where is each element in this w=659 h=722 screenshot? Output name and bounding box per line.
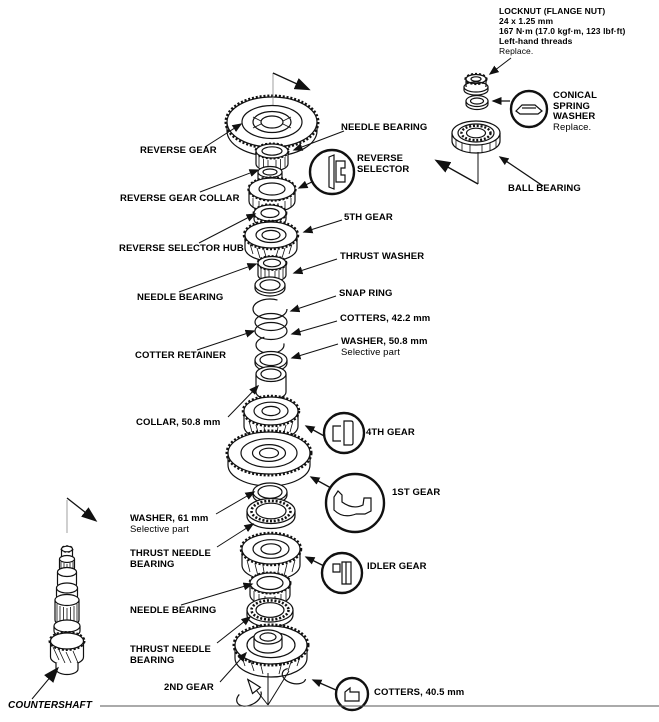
locknut-torque: 167 N·m (17.0 kgf·m, 123 lbf·ft) <box>499 26 626 36</box>
leader-washer-50-8 <box>290 343 339 360</box>
label-reverse-gear-collar: REVERSE GEAR COLLAR <box>120 193 240 204</box>
leader-reverse-selector-hub <box>198 213 257 244</box>
locknut-size: 24 x 1.25 mm <box>499 16 554 26</box>
washer-50-8-note: Selective part <box>341 346 400 358</box>
label-fifth-gear: 5TH GEAR <box>344 212 393 223</box>
locknut-part <box>463 72 489 96</box>
leader-cotters-42 <box>290 320 338 336</box>
label-snap-ring: SNAP RING <box>339 288 393 299</box>
collar-50-8-part <box>255 365 287 401</box>
assembly-arrow-ball-bearing <box>434 159 479 185</box>
conical-spring-washer-name: CONICAL SPRING WASHER <box>553 90 597 122</box>
leader-ball-bearing <box>498 156 544 187</box>
leader-collar-50-8 <box>227 384 260 418</box>
leader-countershaft <box>31 666 59 700</box>
washer-50-8-name: WASHER, 50.8 mm <box>341 336 428 347</box>
label-thrust-washer: THRUST WASHER <box>340 251 425 262</box>
label-first-gear: 1ST GEAR <box>392 487 441 498</box>
leader-thrust-needle-bearing-1 <box>216 523 255 548</box>
label-cotters-42: COTTERS, 42.2 mm <box>340 313 431 324</box>
label-thrust-needle-bearing-1: THRUST NEEDLE BEARING <box>130 548 211 570</box>
label-idler-gear: IDLER GEAR <box>367 561 427 572</box>
label-conical-spring-washer: CONICAL SPRING WASHER Replace. <box>553 90 611 133</box>
label-ball-bearing: BALL BEARING <box>508 183 581 194</box>
second-gear-part <box>232 623 310 678</box>
leader-snap-ring <box>289 295 337 313</box>
leader-cotters-40-5 <box>311 679 337 691</box>
label-cotter-retainer: COTTER RETAINER <box>135 350 227 361</box>
leader-cotter-retainer <box>196 329 256 351</box>
label-reverse-selector: REVERSE SELECTOR <box>357 153 410 175</box>
locknut-note-block: LOCKNUT (FLANGE NUT) 24 x 1.25 mm 167 N·… <box>499 6 625 56</box>
leader-idler-gear <box>304 556 325 567</box>
label-collar-50-8: COLLAR, 50.8 mm <box>136 417 221 428</box>
label-washer-61: WASHER, 61 mm Selective part <box>130 513 209 535</box>
thrust-needle-bearing-part-1 <box>246 497 296 530</box>
label-fourth-gear: 4TH GEAR <box>366 427 415 438</box>
label-needle-bearing-1: NEEDLE BEARING <box>341 122 428 133</box>
locknut-threads: Left-hand threads <box>499 36 573 46</box>
fourth-gear-cross-section-icon <box>322 411 366 455</box>
label-reverse-selector-hub: REVERSE SELECTOR HUB <box>119 243 244 254</box>
leader-fifth-gear <box>302 219 343 234</box>
cotters-cross-section-icon <box>334 676 370 712</box>
leader-needle-bearing-1 <box>292 130 345 151</box>
conical-spring-washer-part <box>465 94 489 111</box>
label-needle-bearing-2: NEEDLE BEARING <box>137 292 224 303</box>
assembly-arrow-countershaft <box>66 497 98 522</box>
reverse-gear-part <box>224 94 320 157</box>
needle-bearing-part-1 <box>254 142 290 172</box>
locknut-name: LOCKNUT (FLANGE NUT) <box>499 6 606 16</box>
conical-spring-washer-note: Replace. <box>553 121 592 133</box>
first-gear-part <box>225 429 313 487</box>
idler-gear-cross-section-icon <box>320 551 364 595</box>
label-countershaft: COUNTERSHAFT <box>8 700 92 711</box>
needle-bearing-part-2 <box>256 255 288 283</box>
leader-second-gear <box>219 651 248 683</box>
leader-thrust-washer <box>292 258 338 275</box>
ball-bearing-part <box>451 120 501 154</box>
reverse-selector-cross-section-icon <box>308 148 356 196</box>
leader-needle-bearing-3 <box>180 582 254 606</box>
label-reverse-gear: REVERSE GEAR <box>140 145 217 156</box>
fifth-gear-part <box>242 219 300 262</box>
cotter-guide-line-2 <box>267 670 290 706</box>
washer-61-note: Selective part <box>130 523 189 535</box>
washer-61-name: WASHER, 61 mm <box>130 513 209 524</box>
assembly-arrow-top <box>272 72 311 91</box>
thrust-washer-part <box>254 276 286 297</box>
snap-ring-part <box>252 298 288 320</box>
leader-needle-bearing-2 <box>178 263 258 293</box>
cotter-open-arrow <box>249 681 269 706</box>
conical-spring-washer-cross-section-icon <box>509 89 549 129</box>
leader-reverse-gear <box>204 123 243 148</box>
label-washer-50-8: WASHER, 50.8 mm Selective part <box>341 336 428 358</box>
label-needle-bearing-3: NEEDLE BEARING <box>130 605 217 616</box>
countershaft-part <box>48 545 86 676</box>
leader-locknut <box>488 57 512 75</box>
leader-washer-61 <box>215 491 256 515</box>
label-thrust-needle-bearing-2: THRUST NEEDLE BEARING <box>130 644 211 666</box>
label-cotters-40-5: COTTERS, 40.5 mm <box>374 687 465 698</box>
leader-fourth-gear <box>304 425 327 438</box>
first-gear-cross-section-icon <box>324 472 386 534</box>
thrust-needle-bearing-part-2 <box>246 597 294 628</box>
locknut-replace-note: Replace. <box>499 46 534 56</box>
label-second-gear: 2ND GEAR <box>164 682 214 693</box>
leader-thrust-needle-bearing-2 <box>216 616 252 644</box>
leader-first-gear <box>309 476 332 489</box>
leader-reverse-gear-collar <box>199 169 260 193</box>
